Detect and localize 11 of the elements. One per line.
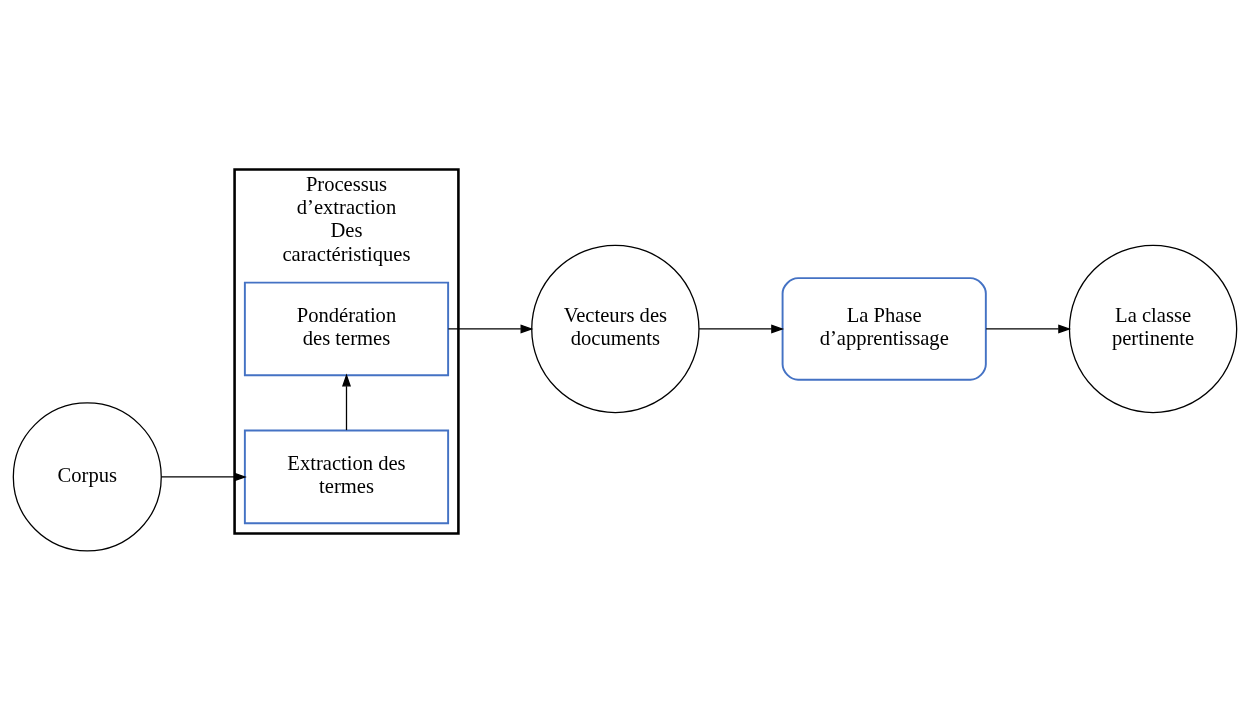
node-box: Extraction des termes bbox=[243, 429, 450, 525]
node-circle: La classe pertinente bbox=[1068, 244, 1238, 414]
arrow bbox=[160, 472, 247, 482]
arrow bbox=[698, 324, 785, 334]
arrow bbox=[342, 373, 351, 431]
node-circle: Corpus bbox=[12, 402, 162, 552]
arrow bbox=[985, 324, 1072, 334]
node-box: Pondération des termes bbox=[243, 281, 450, 377]
node-box: La Phase d’apprentissage bbox=[781, 277, 987, 381]
node-circle: Vecteurs des documents bbox=[531, 244, 700, 414]
arrow bbox=[447, 324, 534, 334]
